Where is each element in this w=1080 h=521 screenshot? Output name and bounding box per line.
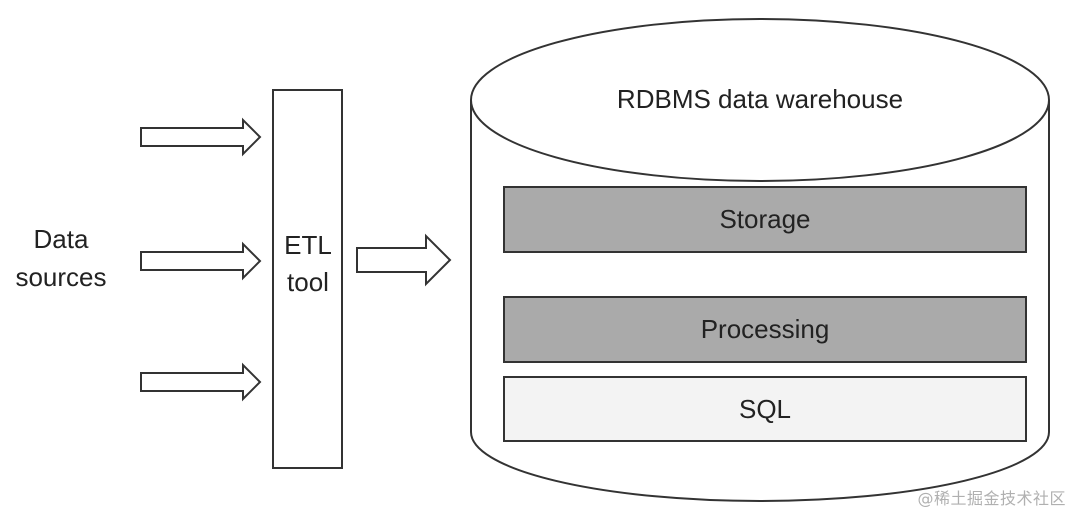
processing-layer-label: Processing: [701, 314, 830, 344]
source-arrow-2: [140, 241, 262, 281]
etl-output-arrow: [356, 233, 452, 287]
processing-layer: [503, 296, 1027, 363]
watermark-text: @稀土掘金技术社区: [917, 489, 1066, 508]
source-arrow-1: [140, 117, 262, 157]
storage-layer: [503, 186, 1027, 253]
etl-tool-label-line1: ETL: [284, 230, 332, 260]
sql-layer: [503, 376, 1027, 442]
etl-tool-label-line2: tool: [287, 267, 329, 297]
data-sources-label-line1: Data: [34, 224, 89, 254]
warehouse-cylinder-top: [470, 18, 1050, 182]
etl-tool-box: [272, 89, 343, 469]
data-sources-label-line2: sources: [15, 262, 106, 292]
storage-layer-label: Storage: [719, 204, 810, 234]
sql-layer-label: SQL: [739, 394, 791, 424]
source-arrow-3: [140, 362, 262, 402]
warehouse-title: RDBMS data warehouse: [617, 84, 903, 114]
